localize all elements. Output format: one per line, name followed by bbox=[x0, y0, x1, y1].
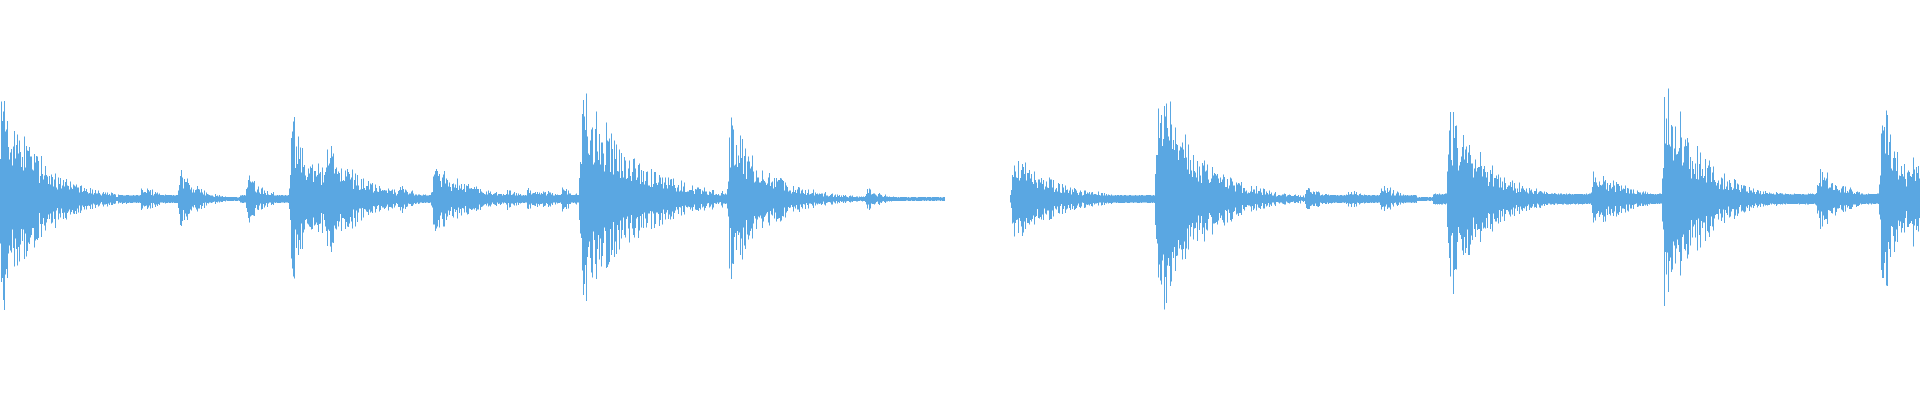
waveform-samples bbox=[0, 88, 1920, 311]
